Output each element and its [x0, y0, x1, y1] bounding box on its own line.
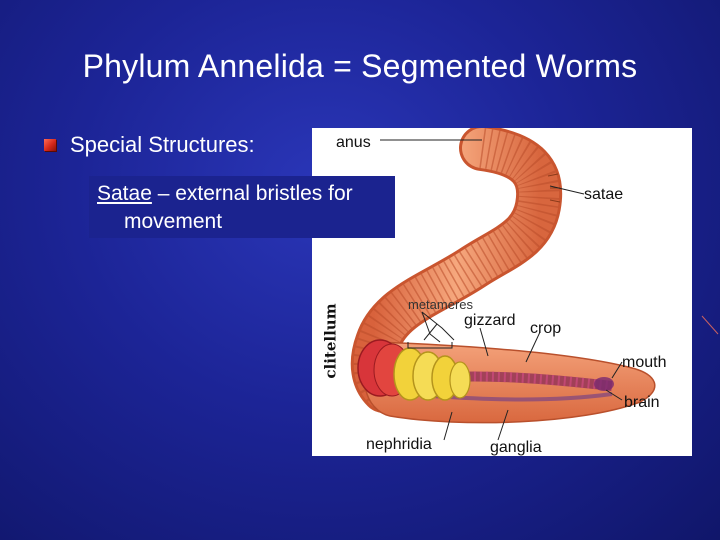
satae-term: Satae	[97, 182, 152, 205]
bullet-square-icon	[44, 139, 56, 151]
label-mouth: mouth	[622, 354, 667, 371]
nerve-cord	[431, 392, 613, 402]
label-anus: anus	[336, 134, 371, 151]
satae-definition: Satae – external bristles for movement	[97, 180, 397, 236]
label-clitellum: clitellum	[321, 303, 340, 379]
label-nephridia: nephridia	[366, 436, 432, 453]
bullet-item: Special Structures:	[44, 132, 255, 158]
label-brain: brain	[624, 394, 660, 411]
earthworm-illustration	[350, 128, 656, 441]
edge-mark	[701, 315, 719, 335]
earthworm-diagram: anus satae metameres gizzard crop mouth …	[312, 128, 692, 456]
label-gizzard: gizzard	[464, 312, 516, 329]
bullet-text: Special Structures:	[70, 132, 255, 157]
satae-definition-line2: movement	[124, 210, 223, 233]
brain-organ	[594, 377, 614, 391]
leader-lines	[380, 139, 623, 441]
satae-text-box	[89, 176, 395, 238]
label-metameres: metameres	[408, 297, 474, 312]
label-crop: crop	[530, 320, 562, 337]
label-satae: satae	[584, 186, 624, 203]
satae-definition-line1: – external bristles for	[151, 182, 353, 205]
yellow-segment	[449, 361, 471, 399]
slide-title: Phylum Annelida = Segmented Worms	[82, 48, 638, 84]
label-ganglia: ganglia	[490, 439, 542, 456]
